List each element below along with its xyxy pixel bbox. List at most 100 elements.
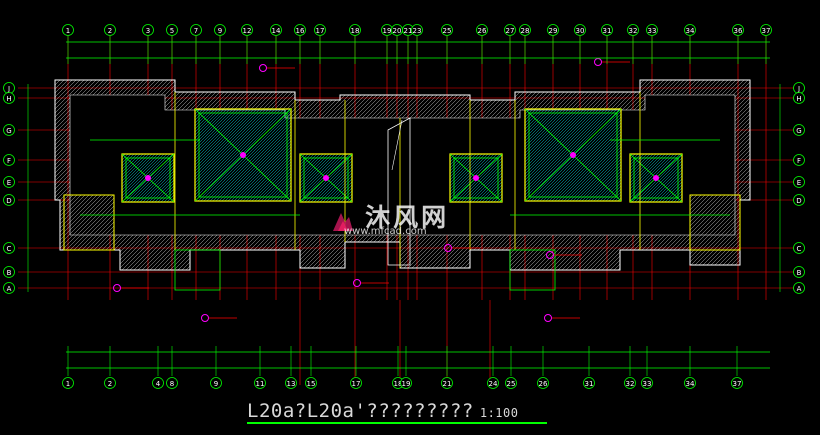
axis-top-circle bbox=[294, 24, 306, 36]
axis-left-label: D bbox=[6, 197, 11, 205]
callout-marker bbox=[259, 64, 267, 72]
axis-left-circle bbox=[3, 194, 15, 206]
axis-top-label: 5 bbox=[170, 27, 174, 35]
axis-bottom-circle bbox=[400, 377, 412, 389]
drawing-caption: L20a?L20a'?????????1:100 bbox=[247, 400, 518, 422]
axis-right-label: J bbox=[797, 85, 800, 93]
axis-right-circle bbox=[793, 282, 805, 294]
axis-bottom-label: 25 bbox=[507, 380, 516, 388]
wing-block bbox=[689, 194, 741, 251]
axis-bottom-circle bbox=[104, 377, 116, 389]
axis-bottom-circle bbox=[285, 377, 297, 389]
stair-shaft-break bbox=[391, 119, 403, 171]
axis-right-circle bbox=[793, 92, 805, 104]
axis-right-label: F bbox=[797, 157, 801, 165]
axis-bottom-circle bbox=[166, 377, 178, 389]
roof-small-1-apex bbox=[145, 175, 151, 181]
axis-top-circle bbox=[627, 24, 639, 36]
callout-marker bbox=[113, 284, 121, 292]
roof-small-4-inner bbox=[633, 157, 679, 199]
axis-bottom-label: 13 bbox=[287, 380, 296, 388]
axis-top-label: 19 bbox=[383, 27, 392, 35]
axis-bottom-circle bbox=[641, 377, 653, 389]
axis-right-circle bbox=[793, 124, 805, 136]
drawing-scale: 1:100 bbox=[479, 406, 519, 420]
axis-bottom-label: 1 bbox=[66, 380, 70, 388]
axis-left-circle bbox=[3, 154, 15, 166]
axis-bottom-label: 24 bbox=[489, 380, 498, 388]
axis-bottom-circle bbox=[624, 377, 636, 389]
axis-top-circle bbox=[270, 24, 282, 36]
axis-top-label: 17 bbox=[316, 27, 325, 35]
axis-left-circle bbox=[3, 92, 15, 104]
roof-small-2-apex bbox=[323, 175, 329, 181]
axis-top-label: 25 bbox=[443, 27, 452, 35]
axis-right-circle bbox=[793, 154, 805, 166]
axis-top-label: 12 bbox=[243, 27, 252, 35]
axis-top-label: 33 bbox=[648, 27, 657, 35]
axis-top-label: 7 bbox=[194, 27, 198, 35]
axis-bottom-label: 17 bbox=[352, 380, 361, 388]
axis-bottom-label: 9 bbox=[214, 380, 218, 388]
axis-bottom-circle bbox=[254, 377, 266, 389]
axis-top-circle bbox=[519, 24, 531, 36]
axis-bottom-circle bbox=[305, 377, 317, 389]
axis-left-label: E bbox=[7, 179, 11, 187]
roof-large-left-inner bbox=[198, 112, 288, 198]
axis-bottom-label: 33 bbox=[643, 380, 652, 388]
axis-right-circle bbox=[793, 194, 805, 206]
stair-shaft bbox=[387, 117, 411, 266]
axis-top-circle bbox=[62, 24, 74, 36]
axis-right-label: H bbox=[796, 95, 801, 103]
axis-top-label: 28 bbox=[521, 27, 530, 35]
axis-top-circle bbox=[684, 24, 696, 36]
axis-right-circle bbox=[793, 242, 805, 254]
entrance-porch bbox=[174, 249, 221, 291]
axis-top-label: 23 bbox=[413, 27, 422, 35]
axis-top-label: 2 bbox=[108, 27, 112, 35]
axis-top-circle bbox=[314, 24, 326, 36]
axis-bottom-circle bbox=[731, 377, 743, 389]
axis-left-label: F bbox=[7, 157, 11, 165]
axis-top-label: 1 bbox=[66, 27, 70, 35]
axis-right-label: D bbox=[796, 197, 801, 205]
axis-bottom-label: 18 bbox=[394, 380, 403, 388]
caption-underline bbox=[247, 422, 547, 424]
axis-bottom-label: 32 bbox=[626, 380, 635, 388]
axis-top-label: 21 bbox=[404, 27, 413, 35]
axis-top-circle bbox=[142, 24, 154, 36]
watermark: 沐风网 www.mfcad.com bbox=[330, 198, 449, 237]
axis-top-label: 18 bbox=[351, 27, 360, 35]
axis-bottom-label: 11 bbox=[256, 380, 265, 388]
roof-small-2-inner bbox=[303, 157, 349, 199]
roof-large-right-inner bbox=[528, 112, 618, 198]
axis-left-label: B bbox=[7, 269, 12, 277]
axis-right-label: G bbox=[796, 127, 801, 135]
axis-bottom-label: 2 bbox=[108, 380, 112, 388]
axis-top-circle bbox=[504, 24, 516, 36]
callout-marker bbox=[353, 279, 361, 287]
axis-right-circle bbox=[793, 176, 805, 188]
axis-top-label: 34 bbox=[686, 27, 695, 35]
axis-top-label: 37 bbox=[762, 27, 771, 35]
axis-top-circle bbox=[241, 24, 253, 36]
roof-small-3-inner bbox=[453, 157, 499, 199]
callout-marker bbox=[444, 244, 452, 252]
axis-top-label: 31 bbox=[603, 27, 612, 35]
axis-bottom-circle bbox=[505, 377, 517, 389]
axis-left-label: G bbox=[6, 127, 11, 135]
axis-top-label: 16 bbox=[296, 27, 305, 35]
axis-left-label: H bbox=[6, 95, 11, 103]
axis-bottom-label: 8 bbox=[170, 380, 174, 388]
axis-top-circle bbox=[104, 24, 116, 36]
callout-marker bbox=[594, 58, 602, 66]
axis-bottom-label: 37 bbox=[733, 380, 742, 388]
axis-top-label: 27 bbox=[506, 27, 515, 35]
axis-top-circle bbox=[574, 24, 586, 36]
axis-left-circle bbox=[3, 266, 15, 278]
axis-left-label: C bbox=[7, 245, 12, 253]
